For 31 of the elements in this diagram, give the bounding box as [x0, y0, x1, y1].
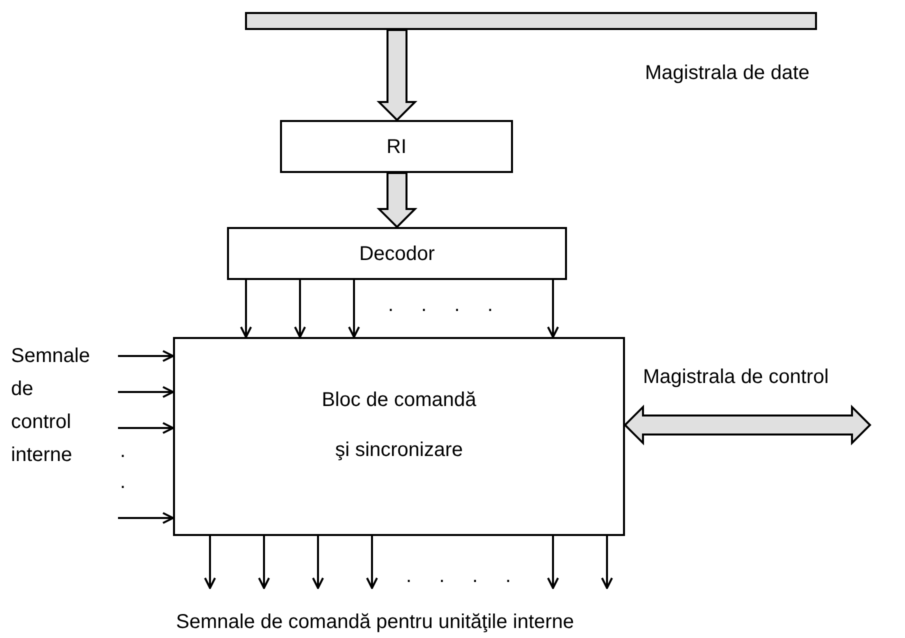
bus-bar — [245, 12, 817, 30]
bus-arrow — [376, 29, 418, 122]
box-label: RI — [386, 134, 406, 160]
arrow — [348, 280, 360, 338]
bus-arrow — [376, 172, 418, 228]
text-label: . . . . — [406, 564, 511, 589]
process-box — [173, 337, 625, 536]
arrow — [240, 280, 252, 338]
arrow — [258, 536, 270, 589]
arrow — [118, 512, 174, 524]
arrow — [204, 536, 216, 589]
arrow — [547, 280, 559, 338]
process-box — [280, 120, 513, 173]
text-label: Semnale de comandă pentru unităţile interne — [176, 610, 574, 635]
bus-label: Magistrala de date — [645, 61, 810, 86]
text-label: . — [120, 439, 126, 464]
bus-arrow — [624, 404, 872, 446]
arrow — [547, 536, 559, 589]
arrow — [118, 350, 174, 362]
arrow — [118, 422, 174, 434]
arrow — [601, 536, 613, 589]
box-label: Decodor — [359, 242, 435, 266]
arrow — [312, 536, 324, 589]
box-label: Bloc de comandă şi sincronizare — [320, 388, 478, 462]
arrow — [118, 386, 174, 398]
text-label: . — [120, 470, 126, 495]
text-label: . . . . — [388, 293, 493, 318]
text-label: Semnale de control interne — [11, 344, 91, 468]
arrow — [366, 536, 378, 589]
arrow — [294, 280, 306, 338]
process-box — [227, 227, 567, 280]
